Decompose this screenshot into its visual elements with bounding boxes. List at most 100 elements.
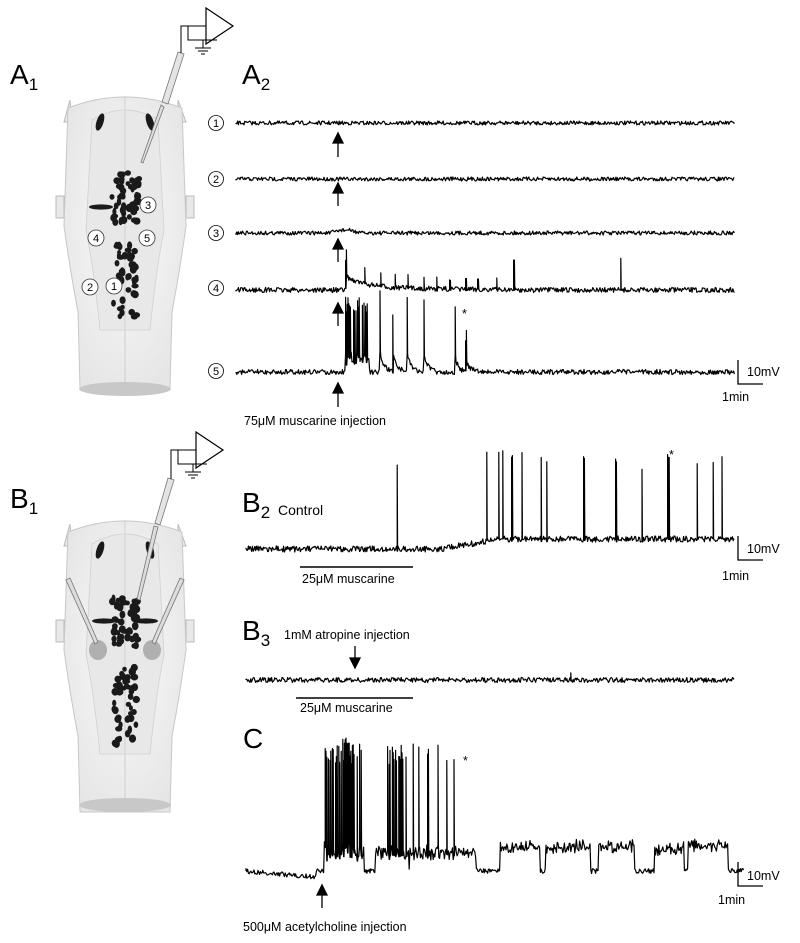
svg-text:3: 3 xyxy=(145,200,151,212)
scale-bar-a: 10mV 1min xyxy=(722,360,780,404)
trace-b2 xyxy=(245,450,735,553)
neuron-dot xyxy=(125,701,132,707)
neuron-dot xyxy=(127,725,133,734)
neuron-dot xyxy=(132,695,140,704)
neuron-dot xyxy=(134,177,139,183)
svg-text:4: 4 xyxy=(213,283,219,295)
neuron-dot xyxy=(127,609,135,618)
neuron-dot xyxy=(109,194,115,200)
neuron-dot xyxy=(130,663,138,672)
motor-neuron-cluster-b xyxy=(109,594,142,748)
brain-markers-a: 1 2 3 4 5 xyxy=(81,196,157,296)
c-asterisk: * xyxy=(463,754,468,768)
trace-number-2: 2 xyxy=(208,171,224,187)
neuron-dot xyxy=(109,597,116,606)
trace-a2-1 xyxy=(235,120,735,126)
svg-text:1: 1 xyxy=(213,118,219,130)
c-recording: 500μM acetylcholine injection * 10mV 1mi… xyxy=(243,737,780,934)
neuron-dot xyxy=(112,706,119,715)
neuron-dot xyxy=(114,715,122,723)
trace-a2-2 xyxy=(235,176,735,182)
neuron-dot xyxy=(128,628,133,635)
trace-number-5: 5 xyxy=(208,363,224,379)
neuron-dot xyxy=(111,213,119,219)
brain-marker-3: 3 xyxy=(139,196,157,214)
panel-label-b3: B3 xyxy=(242,615,270,650)
neuron-dot xyxy=(127,241,133,250)
neuron-dot xyxy=(115,600,120,609)
neuron-dot xyxy=(132,206,137,215)
neuron-dot xyxy=(111,688,119,696)
svg-text:10mV: 10mV xyxy=(747,542,780,556)
c-injection-label: 500μM acetylcholine injection xyxy=(243,920,407,934)
neuron-dot xyxy=(114,260,120,267)
svg-text:5: 5 xyxy=(144,233,150,245)
neuron-dot xyxy=(111,299,116,307)
neuron-dot xyxy=(119,215,128,225)
b3-bath-label: 25μM muscarine xyxy=(300,701,393,715)
scale-bar-c: 10mV 1min xyxy=(718,862,780,907)
neuron-dot xyxy=(116,306,124,312)
neuron-dot xyxy=(119,178,125,185)
b3-injection-arrow xyxy=(348,646,362,670)
neuron-dot xyxy=(128,705,133,711)
brain-marker-1: 1 xyxy=(105,277,123,295)
c-injection-arrow xyxy=(315,883,329,908)
neuron-dot xyxy=(125,287,132,293)
neuron-dot xyxy=(131,290,139,299)
b2-asterisk: * xyxy=(669,448,674,462)
neuron-dot xyxy=(124,633,131,642)
neuron-dot xyxy=(128,734,137,743)
neuron-dot xyxy=(127,693,134,700)
neuron-dot xyxy=(111,616,119,623)
neuron-dot xyxy=(124,247,132,253)
neuron-dot xyxy=(132,614,138,620)
svg-text:5: 5 xyxy=(213,366,219,378)
panel-label-a2: A2 xyxy=(242,59,270,94)
neuron-dot xyxy=(121,209,127,217)
motor-neuron-cluster-a xyxy=(109,170,143,320)
b2-condition-label: Control xyxy=(278,502,323,518)
neuron-dot xyxy=(110,627,118,636)
neuron-dot xyxy=(126,214,132,220)
neuron-dot xyxy=(133,721,139,728)
neuron-dot xyxy=(111,635,117,643)
svg-text:10mV: 10mV xyxy=(747,869,780,883)
neuron-dot xyxy=(132,263,139,271)
neuron-dot xyxy=(124,679,131,684)
svg-text:4: 4 xyxy=(93,233,99,245)
neuron-dot xyxy=(117,313,123,320)
neuron-dot xyxy=(119,187,127,195)
brain-diagram-b1 xyxy=(55,431,224,813)
svg-text:2: 2 xyxy=(87,282,93,294)
neuron-dot xyxy=(119,296,126,305)
neuron-dot xyxy=(112,682,120,689)
neuron-dot xyxy=(117,250,122,255)
trace-number-4: 4 xyxy=(208,280,224,296)
panel-label-a1: A1 xyxy=(10,59,38,94)
trace-a2-3 xyxy=(235,227,735,236)
a-asterisk: * xyxy=(462,307,467,321)
svg-text:1min: 1min xyxy=(722,390,749,404)
neuron-dot xyxy=(133,217,141,225)
neuron-dot xyxy=(126,684,132,690)
svg-text:2: 2 xyxy=(213,174,219,186)
neuron-dot xyxy=(132,182,140,189)
svg-text:1min: 1min xyxy=(722,569,749,583)
panel-label-b2: B2 xyxy=(242,487,270,522)
neuron-dot xyxy=(131,683,139,691)
panel-label-b1: B1 xyxy=(10,483,38,518)
neuron-dot xyxy=(119,633,125,641)
neuron-dot xyxy=(118,721,123,729)
neuron-dot xyxy=(131,621,139,631)
neuron-dot xyxy=(116,254,125,260)
neuron-dot xyxy=(113,177,121,185)
trace-number-1: 1 xyxy=(208,115,224,131)
neuron-dot xyxy=(125,273,130,281)
neuron-dot xyxy=(131,598,137,604)
neuron-dot xyxy=(131,247,138,255)
svg-text:1: 1 xyxy=(111,281,117,293)
neuron-dot xyxy=(119,610,126,619)
b2-recording: Control 25μM muscarine * 10mV 1min xyxy=(245,448,780,586)
svg-text:10mV: 10mV xyxy=(747,365,780,379)
